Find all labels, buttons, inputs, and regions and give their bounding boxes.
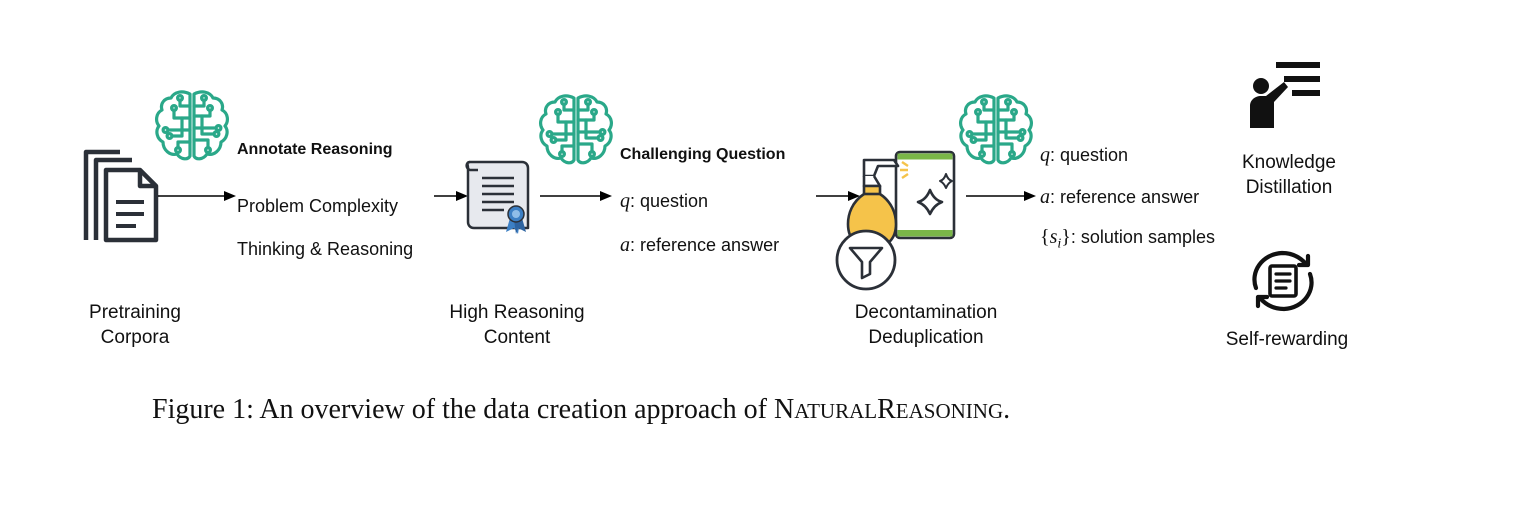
refresh-document-icon	[1252, 250, 1314, 312]
challenging-title: Challenging Question	[620, 146, 786, 163]
arrow-4	[816, 191, 860, 201]
output-q: q: question	[1040, 144, 1129, 166]
arrow-3	[540, 191, 612, 201]
annotate-item-2: Thinking & Reasoning	[237, 239, 414, 259]
arrow-5	[966, 191, 1036, 201]
decontamination-label: Decontamination Deduplication	[854, 302, 998, 348]
arrow-1	[158, 191, 236, 201]
annotate-title: Annotate Reasoning	[237, 141, 393, 158]
certificate-document-icon	[465, 160, 530, 234]
teacher-icon	[1250, 62, 1320, 128]
knowledge-distillation-label: Knowledge Distillation	[1241, 152, 1337, 198]
high-reasoning-label: High Reasoning Content	[449, 302, 585, 348]
pretraining-label: Pretraining Corpora	[89, 302, 181, 348]
figure-caption: Figure 1: An overview of the data creati…	[152, 394, 1011, 425]
brain-icon	[956, 92, 1036, 168]
self-rewarding-label: Self-rewarding	[1225, 329, 1349, 350]
output-s: {si}: solution samples	[1040, 226, 1215, 252]
output-a: a: reference answer	[1040, 186, 1200, 208]
brain-icon	[152, 88, 232, 164]
annotate-item-1: Problem Complexity	[237, 196, 399, 216]
challenging-q: q: question	[620, 190, 709, 212]
brain-icon	[536, 92, 616, 168]
challenging-a: a: reference answer	[620, 234, 780, 256]
arrow-2	[434, 191, 468, 201]
documents-icon	[83, 149, 159, 243]
spray-bottle-icon	[835, 150, 956, 291]
